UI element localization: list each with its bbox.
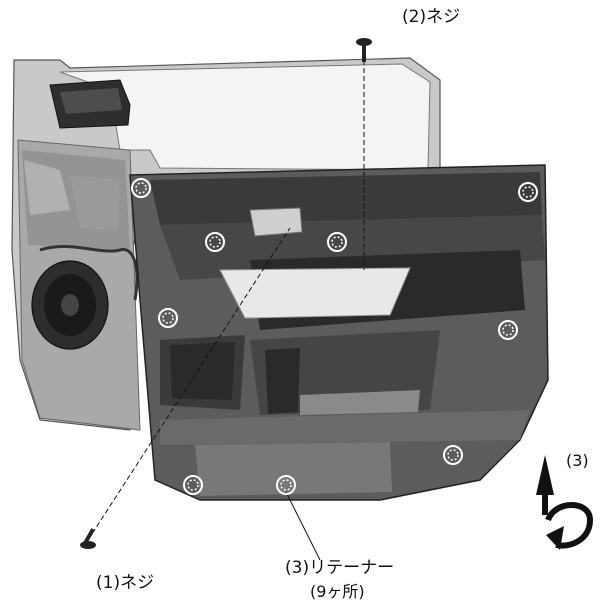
retainer-icon bbox=[518, 182, 538, 202]
retainer-count-label: (9ヶ所) bbox=[310, 582, 365, 601]
retainer-markers bbox=[131, 178, 538, 495]
retainer-icon bbox=[183, 475, 203, 495]
retainer-name-label: (3)リテーナー bbox=[285, 558, 395, 578]
retainer-icon bbox=[276, 475, 296, 495]
door-trim-panel bbox=[129, 164, 549, 501]
removal-direction-icon bbox=[536, 455, 594, 550]
screw-top-label: (2)ネジ bbox=[402, 7, 461, 27]
retainer-icon bbox=[498, 320, 518, 340]
side-mirror bbox=[49, 79, 131, 129]
retainer-icon bbox=[158, 308, 178, 328]
screw-bottom-icon bbox=[80, 528, 96, 549]
step-marker-label: (3) bbox=[566, 451, 589, 470]
screw-bottom-label: (1)ネジ bbox=[96, 573, 155, 593]
retainer-icon bbox=[205, 232, 225, 252]
retainer-icon bbox=[443, 445, 463, 465]
screw-top-icon bbox=[356, 38, 372, 62]
wire-harness bbox=[39, 245, 139, 301]
retainer-leader-line bbox=[285, 491, 321, 561]
retainer-icon bbox=[131, 178, 151, 198]
door-frame bbox=[11, 57, 441, 431]
screw-bottom-guide bbox=[87, 227, 291, 541]
speaker bbox=[31, 260, 109, 350]
retainer-icon bbox=[327, 232, 347, 252]
